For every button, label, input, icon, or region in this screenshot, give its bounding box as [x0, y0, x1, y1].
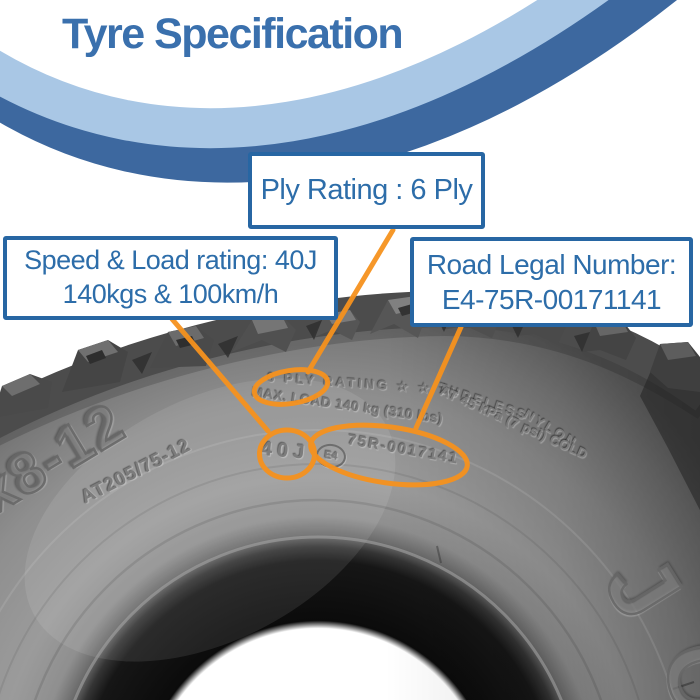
- swoosh-light-arc: [0, 0, 609, 149]
- callout-speed-load: Speed & Load rating: 40J 140kgs & 100km/…: [3, 236, 338, 320]
- callout-road-legal: Road Legal Number: E4-75R-00171141: [410, 237, 693, 327]
- speed-load-label-line1: Speed & Load rating: 40J: [24, 245, 317, 276]
- speed-load-label-line2: 140kgs & 100km/h: [62, 279, 279, 309]
- page-title: Tyre Specification: [62, 10, 404, 58]
- marking-speed-load-index: 40J: [260, 437, 311, 465]
- callout-ply-rating: Ply Rating : 6 Ply: [248, 152, 485, 229]
- road-legal-label-line1: Road Legal Number:: [426, 249, 677, 280]
- ply-rating-label: Ply Rating : 6 Ply: [260, 174, 473, 207]
- road-legal-label-line2: E4-75R-00171141: [441, 284, 662, 315]
- swoosh-graphic: [0, 0, 677, 183]
